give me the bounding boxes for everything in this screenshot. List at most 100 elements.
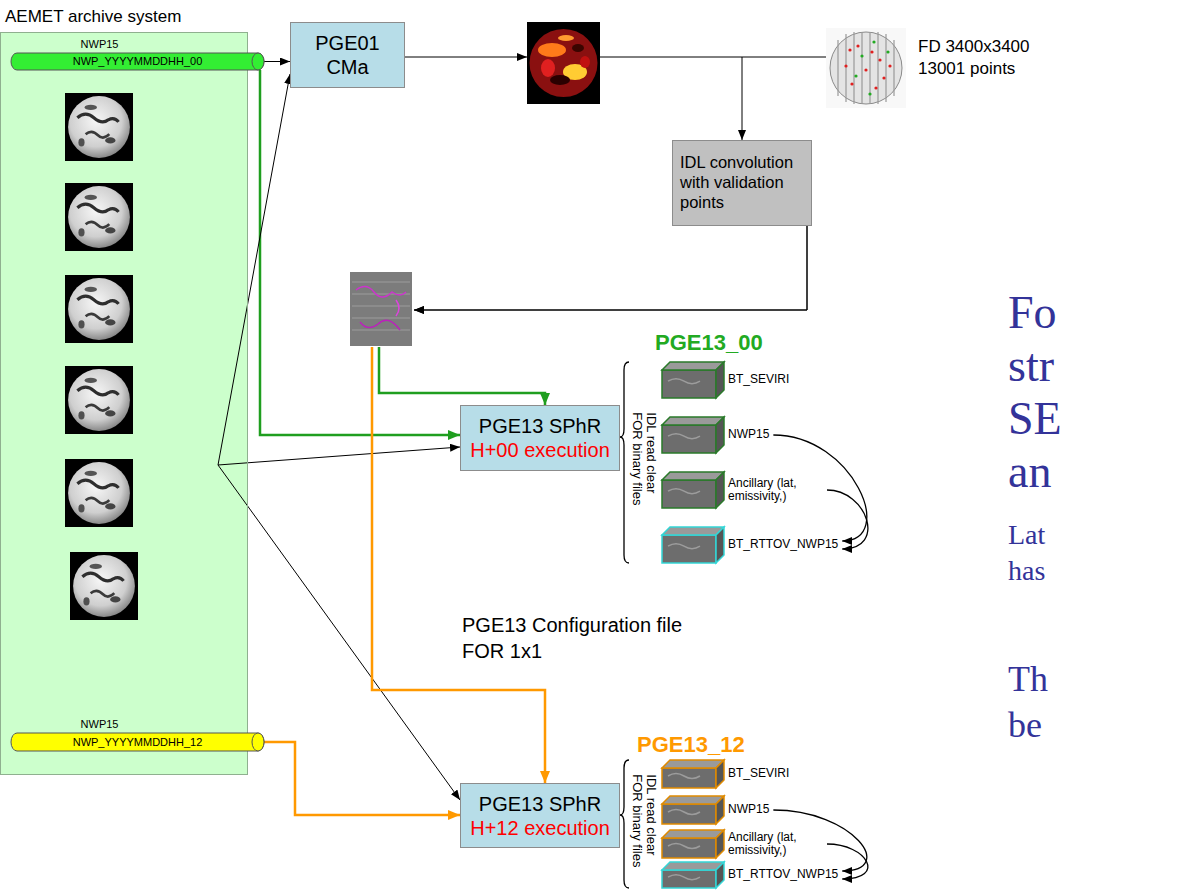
cube-texture: [668, 875, 700, 880]
dot: [882, 76, 885, 79]
connector: [372, 226, 807, 783]
mask-patch: [538, 43, 566, 57]
connector: [218, 74, 290, 465]
database-cylinder: NWP15NWP_YYYYMMDDHH_12: [11, 733, 264, 751]
connector-line: [260, 70, 460, 435]
cylinder-heading: NWP15: [11, 38, 188, 51]
cube-texture: [668, 774, 700, 779]
database-cylinder: NWP15NWP_YYYYMMDDHH_00: [11, 53, 264, 70]
satellite-image: [65, 459, 133, 527]
bracket: [620, 362, 629, 563]
cylinder-body: [11, 53, 264, 70]
dot: [872, 40, 875, 43]
cube-texture: [668, 434, 700, 439]
process-box: PGE13 SPhRH+12 execution: [460, 783, 620, 848]
data-cube: BT_SEVIRI: [662, 760, 789, 788]
slide-text: str: [1008, 341, 1054, 392]
slide-text: be: [1008, 706, 1042, 746]
archive-panel-fill: [0, 32, 248, 775]
cube-shape: [662, 830, 724, 858]
dot: [860, 54, 863, 57]
satellite-image: [70, 552, 138, 620]
cube-side: [716, 362, 724, 398]
connector-line: [414, 226, 807, 310]
dot: [854, 74, 857, 77]
data-cube: NWP15: [662, 796, 769, 824]
cube-front: [662, 870, 716, 888]
connector-line: [218, 465, 460, 800]
box-subtitle: H+00 execution: [470, 438, 610, 462]
dot: [850, 82, 853, 85]
cube-top: [662, 796, 724, 804]
mask-patch: [572, 44, 584, 52]
image-caption: FD 3400x3400: [918, 38, 1030, 57]
bracket: [620, 760, 629, 888]
connector-line: [218, 74, 290, 465]
data-cube: BT_SEVIRI: [662, 362, 789, 398]
box-title: PGE01 CMa: [298, 31, 397, 79]
group-title: PGE13_12: [637, 733, 745, 757]
image-ground: [826, 28, 906, 108]
cube-top: [662, 760, 724, 768]
vertical-label: IDL read clear FOR binary files: [630, 412, 659, 512]
mask-patch: [541, 59, 555, 77]
vertical-label: IDL read clear FOR binary files: [630, 774, 659, 874]
cube-shape: [662, 527, 724, 563]
mask-patch: [558, 35, 574, 41]
satellite-image: [65, 275, 133, 343]
process-box: PGE13 SPhRH+00 execution: [460, 405, 620, 471]
cylinder-body: [11, 733, 264, 751]
slide-text: SE: [1008, 394, 1062, 445]
data-cube: BT_RTTOV_NWP15: [662, 527, 838, 563]
connector: [260, 70, 460, 435]
cube-label: BT_SEVIRI: [728, 373, 789, 386]
dot: [844, 64, 847, 67]
connector-line: [414, 226, 807, 310]
cube-side: [716, 796, 724, 824]
cube-side: [716, 527, 724, 563]
cube-front: [662, 804, 716, 824]
connector: [218, 447, 460, 465]
connector-line: [379, 347, 545, 405]
validation-points-image: [826, 28, 906, 108]
cube-side: [716, 760, 724, 788]
mask-outline: [396, 300, 399, 316]
connector-line: [218, 447, 460, 465]
group-title: PGE13_00: [655, 331, 763, 355]
cube-side: [716, 862, 724, 888]
box-title: PGE13 SPhR: [479, 792, 601, 816]
mask-patch: [580, 56, 590, 68]
image-caption: 13001 points: [918, 60, 1015, 79]
cylinder-end: [252, 53, 264, 70]
connector: [264, 742, 460, 815]
mask-outline: [356, 286, 406, 297]
arrow-head: [517, 53, 527, 61]
cylinder-heading: NWP15: [11, 718, 188, 731]
cube-side: [716, 472, 724, 508]
cube-label: NWP15: [728, 803, 769, 816]
cube-texture: [668, 379, 700, 384]
cylinder-label: NWP_YYYYMMDDHH_00: [73, 55, 203, 68]
cube-front: [662, 838, 716, 858]
data-cube: BT_RTTOV_NWP15: [662, 862, 838, 888]
cube-front: [662, 535, 716, 563]
cube-top: [662, 830, 724, 838]
panel-heading: AEMET archive system: [5, 7, 181, 27]
cube-shape: [662, 362, 724, 398]
data-cube: Ancillary (lat, emissivity,): [662, 830, 823, 858]
cube-label: Ancillary (lat, emissivity,): [728, 477, 823, 503]
cube-texture: [668, 810, 700, 815]
process-box: IDL convolution with validation points: [672, 140, 812, 226]
satellite-image: [65, 183, 133, 251]
convolved-mask-image: [350, 272, 412, 346]
cube-shape: [662, 417, 724, 453]
image-ground: [527, 22, 600, 104]
slide-text: has: [1008, 556, 1045, 587]
cube-shape: [662, 796, 724, 824]
cloud-mask-image: [527, 22, 600, 104]
mask-outline: [360, 320, 400, 330]
dot: [886, 50, 889, 53]
validation-dots: [844, 44, 891, 89]
cube-side: [716, 417, 724, 453]
slide-text: Th: [1008, 660, 1048, 700]
